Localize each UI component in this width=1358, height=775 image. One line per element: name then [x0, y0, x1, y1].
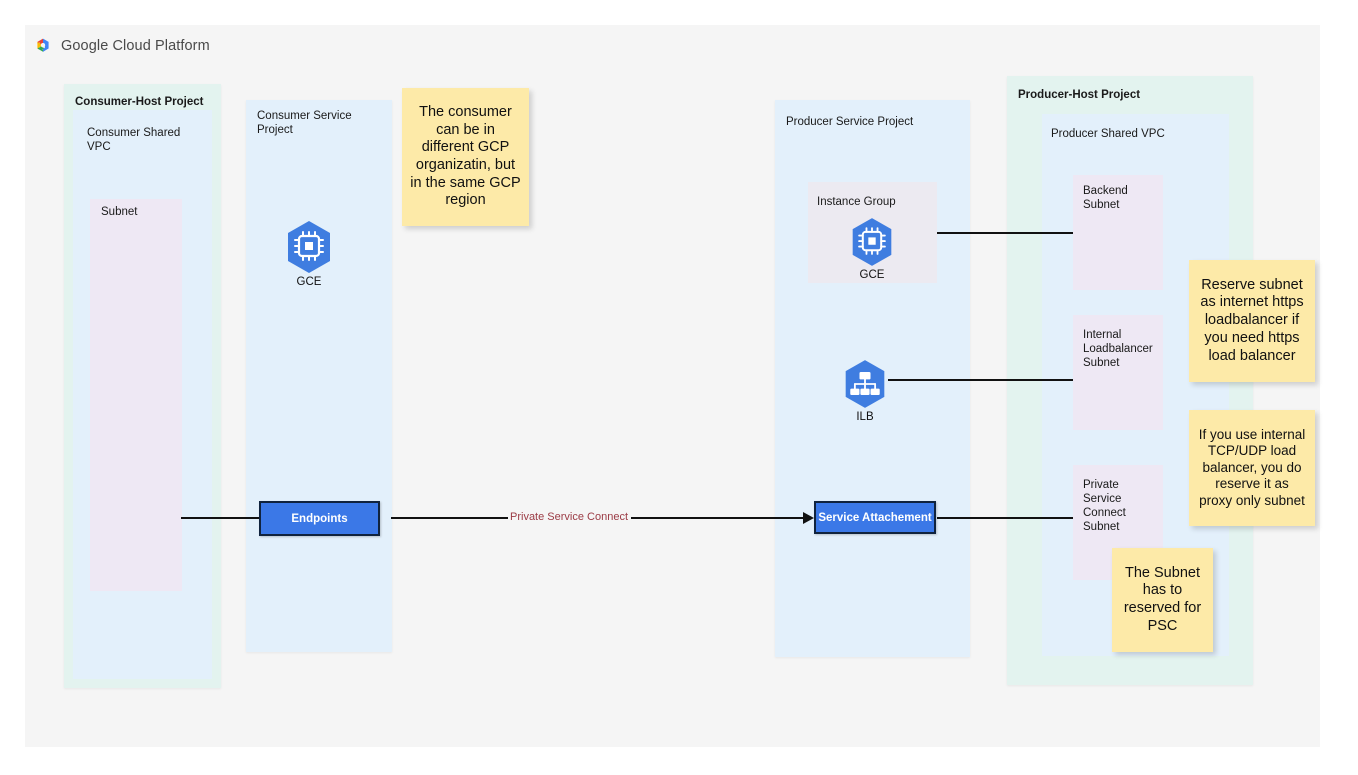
private-service-connect-subnet-label: Private Service Connect Subnet: [1083, 479, 1126, 533]
sticky-note-consumer-org: The consumer can be in different GCP org…: [402, 88, 529, 226]
producer-gce-node: GCE: [840, 216, 904, 281]
consumer-subnet-label: Subnet: [101, 206, 138, 218]
connector-subnet-to-endpoints: [181, 517, 260, 519]
instance-group-label: Instance Group: [817, 196, 896, 208]
google-cloud-logo-icon: [33, 36, 53, 56]
connector-instance-group-to-backend-subnet: [937, 232, 1073, 234]
consumer-gce-label: GCE: [296, 276, 322, 288]
brand-title: Google Cloud Platform: [61, 38, 210, 54]
service-attachment-box[interactable]: Service Attachement: [814, 501, 936, 534]
internal-load-balancer-icon: [833, 358, 897, 410]
internal-loadbalancer-subnet-container: Internal Loadbalancer Subnet: [1073, 315, 1163, 430]
sticky-note-internal-tcp-udp: If you use internal TCP/UDP load balance…: [1189, 410, 1315, 526]
consumer-subnet-container: Subnet: [90, 199, 182, 591]
ilb-node: ILB: [833, 358, 897, 423]
consumer-gce-node: GCE: [277, 219, 341, 288]
endpoints-box[interactable]: Endpoints: [259, 501, 380, 536]
internal-loadbalancer-subnet-label: Internal Loadbalancer Subnet: [1083, 329, 1153, 369]
backend-subnet-label: Backend Subnet: [1083, 185, 1128, 211]
consumer-service-project-container: Consumer Service Project: [246, 100, 392, 652]
sticky-note-reserve-https: Reserve subnet as internet https loadbal…: [1189, 260, 1315, 382]
producer-gce-label: GCE: [859, 269, 885, 281]
connector-service-attachment-to-psc-subnet: [937, 517, 1073, 519]
sticky-note-psc-reserved: The Subnet has to reserved for PSC: [1112, 548, 1213, 652]
consumer-host-project-label: Consumer-Host Project: [75, 96, 204, 108]
consumer-service-project-label: Consumer Service Project: [257, 110, 352, 136]
producer-service-project-label: Producer Service Project: [786, 116, 914, 128]
gce-compute-engine-icon: [840, 216, 904, 268]
edge-label-private-service-connect: Private Service Connect: [508, 511, 630, 523]
connector-psc-label-to-service-attachment: [631, 517, 806, 519]
producer-host-project-label: Producer-Host Project: [1018, 89, 1141, 101]
brand-bar: Google Cloud Platform: [33, 33, 210, 59]
consumer-shared-vpc-label: Consumer Shared VPC: [87, 127, 181, 153]
arrow-head-icon: [803, 512, 814, 524]
connector-ilb-to-internal-lb-subnet: [888, 379, 1073, 381]
ilb-label: ILB: [856, 411, 874, 423]
gce-compute-engine-icon: [277, 219, 341, 275]
producer-shared-vpc-label: Producer Shared VPC: [1051, 128, 1165, 140]
connector-endpoints-to-psc-label: [391, 517, 508, 519]
backend-subnet-container: Backend Subnet: [1073, 175, 1163, 290]
